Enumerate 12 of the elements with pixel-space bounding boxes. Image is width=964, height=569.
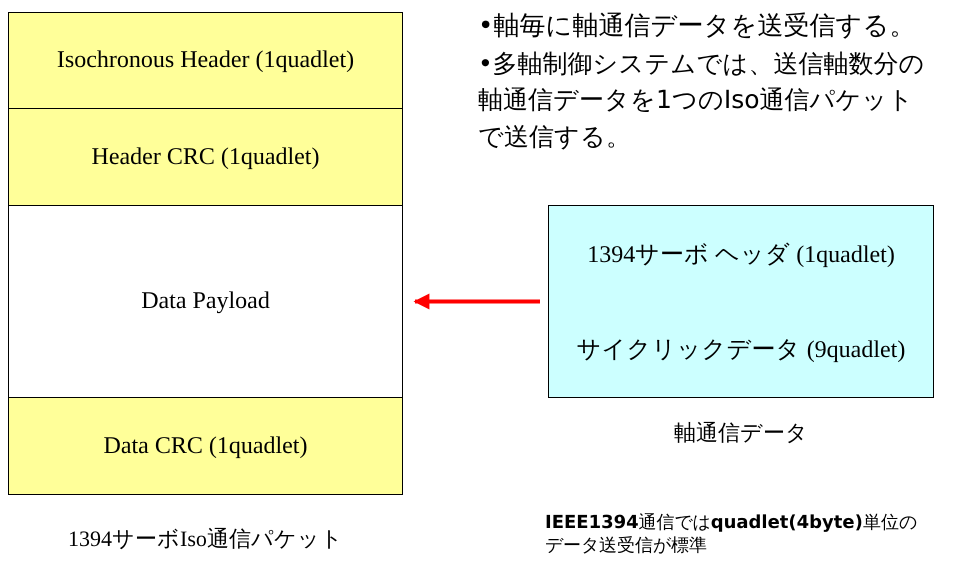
node-label: 1394サーボIso通信パケット — [67, 525, 344, 553]
header-field: Isochronous Header (1quadlet) — [8, 12, 403, 109]
node-label: 軸通信データ — [673, 420, 809, 448]
arrow — [413, 294, 540, 310]
bullet-note: •多軸制御システムでは、送信軸数分の軸通信データを1つのIso通信パケットで送信する。 — [478, 48, 926, 152]
header-field: 1394サーボ ヘッダ (1quadlet) — [548, 205, 934, 302]
footnote: IEEE1394通信ではquadlet(4byte)単位のデータ送受信が標準 — [545, 512, 918, 557]
crc-field: Header CRC (1quadlet) — [8, 108, 403, 206]
data-field: サイクリックデータ (9quadlet) — [548, 301, 934, 398]
payload-field: Data Payload — [8, 205, 403, 398]
crc-field: Data CRC (1quadlet) — [8, 397, 403, 495]
bullet-note: •軸毎に軸通信データを送受信する。 — [478, 10, 916, 43]
